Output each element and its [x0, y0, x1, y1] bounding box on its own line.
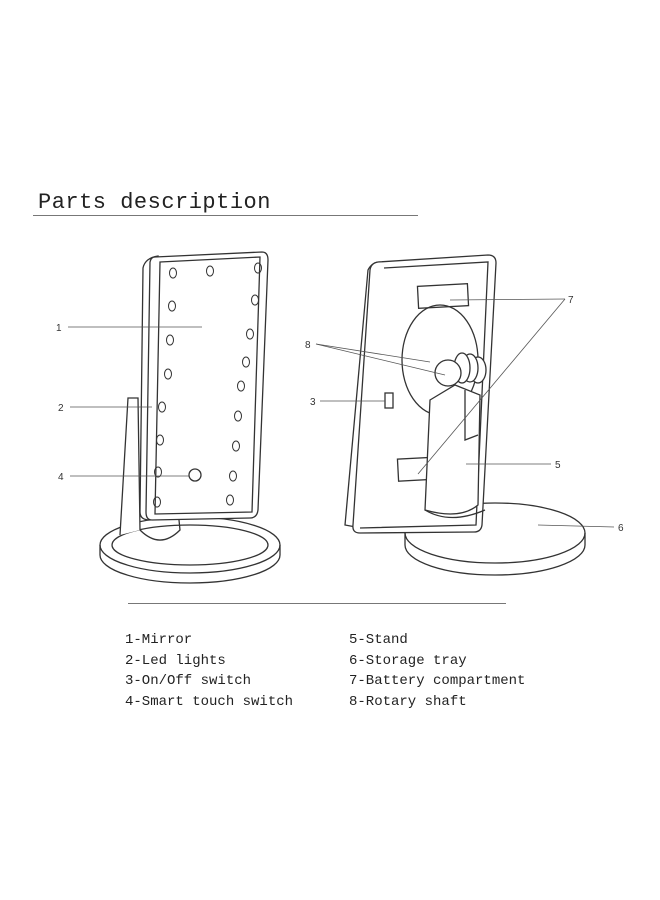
- led-lights: [153, 262, 262, 508]
- callout-3: 3: [310, 397, 316, 408]
- legend-right: 5-Stand 6-Storage tray 7-Battery compart…: [349, 630, 525, 712]
- legend-item: 4-Smart touch switch: [125, 693, 294, 710]
- legend-item: 7-Battery compartment: [349, 673, 526, 689]
- title-underline: [33, 215, 418, 216]
- legend-divider: [128, 603, 506, 604]
- callout-4: 4: [58, 472, 64, 483]
- legend-item: 5-Stand: [349, 632, 408, 648]
- legend-item: 1-Mirror: [125, 632, 193, 648]
- callout-6: 6: [618, 523, 624, 534]
- legend-item: 3-On/Off switch: [125, 673, 252, 689]
- on-off-switch: [384, 392, 394, 409]
- legend-item: 6-Storage tray: [349, 652, 467, 669]
- page-title: Parts description: [38, 190, 271, 215]
- front-view-mirror: [99, 251, 281, 584]
- legend-left: 1-Mirror 2-Led lights 3-On/Off switch 4-…: [125, 630, 293, 712]
- callout-1: 1: [56, 323, 62, 334]
- back-view-mirror: [344, 254, 586, 576]
- callout-5: 5: [555, 460, 561, 471]
- callout-lines: [68, 298, 615, 528]
- callout-7: 7: [568, 295, 574, 306]
- legend-item: 8-Rotary shaft: [349, 693, 467, 710]
- battery-compartment-top: [416, 283, 470, 309]
- legend-item: 2-Led lights: [125, 652, 226, 669]
- rotary-shaft: [434, 352, 487, 387]
- smart-touch-switch: [188, 468, 202, 482]
- callout-8: 8: [305, 340, 311, 351]
- callout-2: 2: [58, 403, 64, 414]
